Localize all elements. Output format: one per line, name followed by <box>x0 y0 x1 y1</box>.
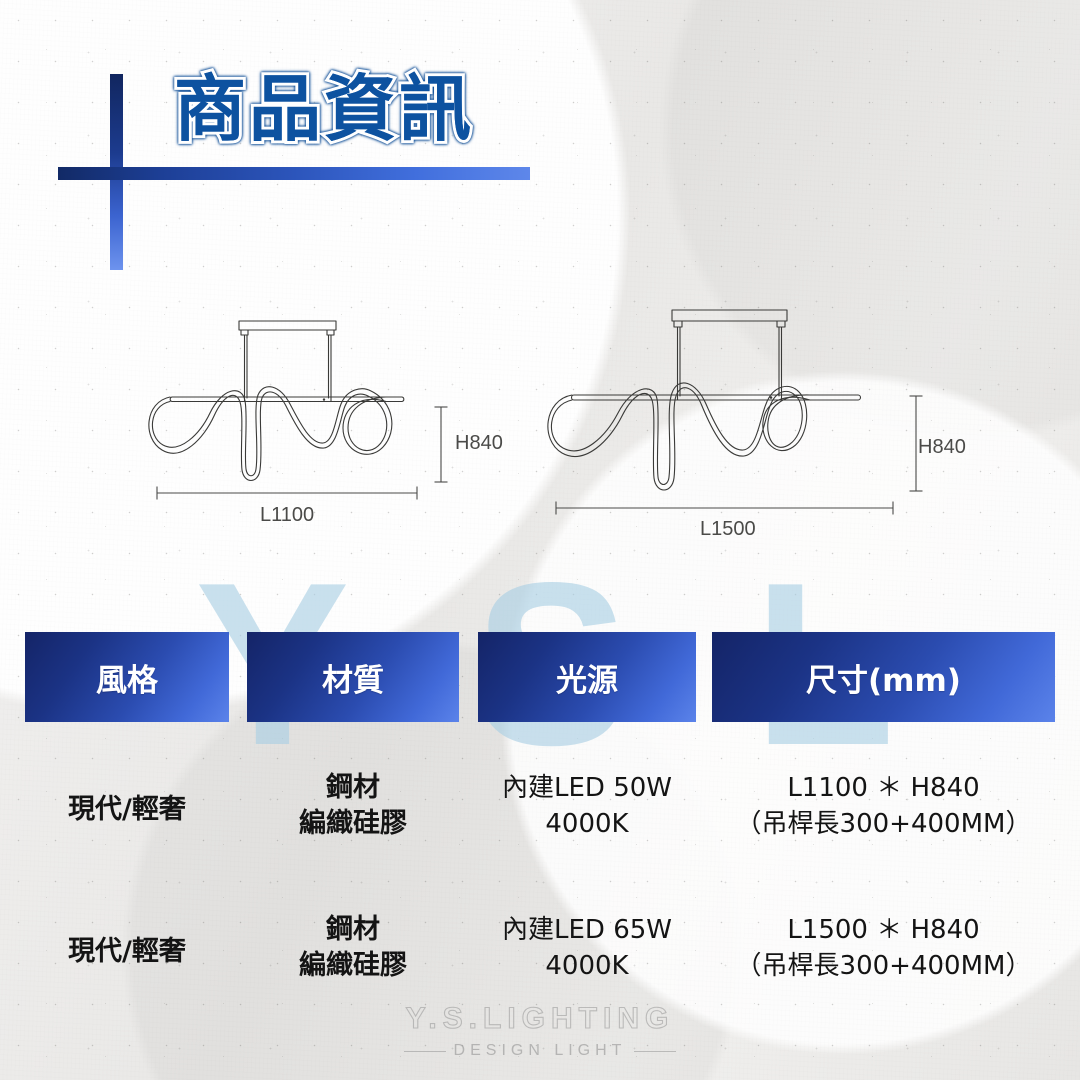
diagram-pendant-1100 <box>140 298 530 543</box>
table-row: 現代/輕奢 <box>25 758 229 854</box>
cell-source-line1: 內建LED 50W <box>502 772 672 803</box>
cell-style: 現代/輕奢 <box>68 793 186 825</box>
dimension-label-height-right: H840 <box>918 436 966 458</box>
dimension-label-height-left: H840 <box>455 432 503 454</box>
cell-size-line2: （吊桿長300+400MM） <box>735 809 1032 839</box>
table-row: 鋼材 編織硅膠 <box>247 758 459 854</box>
cell-material-line1: 鋼材 <box>326 771 380 803</box>
cell-size-line1: L1500 ＊ H840 <box>787 914 980 945</box>
table-header-source: 光源 <box>478 632 696 722</box>
page-title: 商品資訊 <box>171 67 475 151</box>
brand-rule-left <box>403 1050 446 1052</box>
table-row: 鋼材 編織硅膠 <box>247 900 459 996</box>
cell-material-line2: 編織硅膠 <box>299 808 407 839</box>
cell-source-line2: 4000K <box>545 951 629 981</box>
cell-style: 現代/輕奢 <box>68 935 186 967</box>
brand-name: Y.S.LIGHTING <box>405 1001 675 1035</box>
table-row: L1500 ＊ H840 （吊桿長300+400MM） <box>712 900 1055 996</box>
table-header-style: 風格 <box>25 632 229 722</box>
cross-horizontal-bar <box>58 167 530 180</box>
table-row: L1100 ＊ H840 （吊桿長300+400MM） <box>712 758 1055 854</box>
brand-lockup: Y.S.LIGHTING DESIGN LIGHT <box>0 1001 1080 1060</box>
cell-size-line2: （吊桿長300+400MM） <box>735 951 1032 981</box>
cell-source-line2: 4000K <box>545 809 629 839</box>
cell-source-line1: 內建LED 65W <box>502 914 672 945</box>
brand-tagline-wrap: DESIGN LIGHT <box>0 1042 1080 1060</box>
brand-rule-right <box>634 1050 677 1052</box>
table-header-material: 材質 <box>247 632 459 722</box>
brand-tagline: DESIGN LIGHT <box>453 1042 627 1059</box>
table-row: 內建LED 50W 4000K <box>478 758 696 854</box>
cell-material-line2: 編織硅膠 <box>299 950 407 981</box>
dimension-label-length-1100: L1100 <box>260 504 315 526</box>
diagram-pendant-1500 <box>538 288 993 550</box>
table-row: 內建LED 65W 4000K <box>478 900 696 996</box>
cell-size-line1: L1100 ＊ H840 <box>787 772 980 803</box>
table-row: 現代/輕奢 <box>25 900 229 996</box>
cell-material-line1: 鋼材 <box>326 913 380 945</box>
table-header-size: 尺寸(mm) <box>712 632 1055 722</box>
dimension-label-length-1500: L1500 <box>700 518 756 540</box>
